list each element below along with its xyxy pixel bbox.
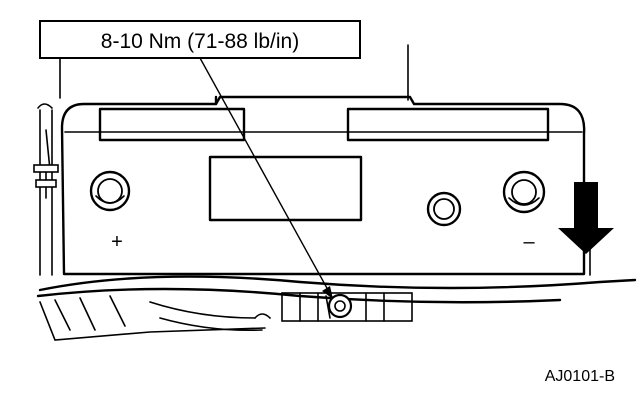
- figure-id: AJ0101-B: [545, 368, 615, 385]
- torque-callout: 8-10 Nm (71-88 lb/in): [39, 20, 361, 59]
- negative-symbol: –: [523, 231, 535, 253]
- hold-down-bracket: [281, 292, 413, 322]
- positive-terminal: [89, 170, 131, 212]
- leader-line: [199, 57, 333, 299]
- support-rods: [407, 44, 591, 276]
- battery-cable-left: [33, 57, 61, 276]
- hold-down-bolt: [325, 293, 353, 319]
- battery: [60, 95, 586, 276]
- battery-tray: [36, 275, 637, 341]
- positive-symbol: +: [111, 231, 123, 253]
- down-arrow-icon: [558, 182, 614, 254]
- vent-cap: [426, 191, 462, 227]
- torque-spec-label: 8-10 Nm (71-88 lb/in): [101, 30, 299, 53]
- negative-terminal: [502, 170, 546, 214]
